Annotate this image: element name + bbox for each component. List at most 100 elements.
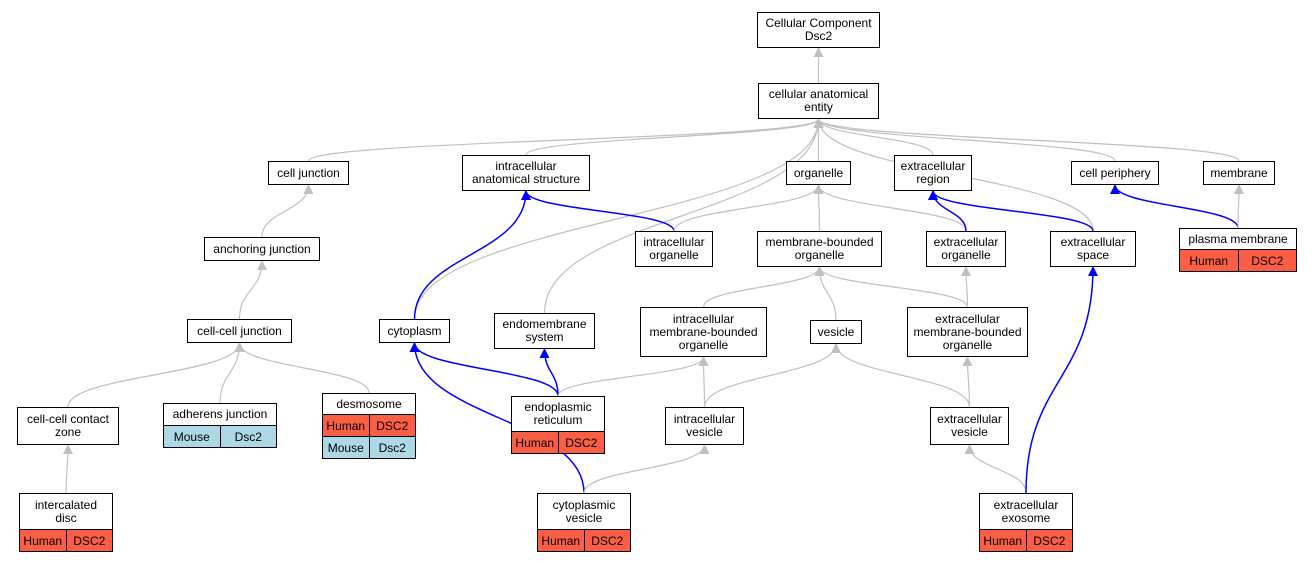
node-vesicle[interactable]: vesicle xyxy=(810,320,862,344)
node-label[interactable]: extracellular organelle xyxy=(933,235,999,262)
gene-cell: Dsc2 xyxy=(219,426,276,447)
node-organelle[interactable]: organelle xyxy=(786,161,851,185)
node-label[interactable]: cytoplasmic vesicle xyxy=(552,497,616,525)
edge-er-to-cytoplasm xyxy=(409,342,559,397)
node-label[interactable]: adherens junction xyxy=(172,407,268,421)
edge-intracellular_organelle-to-organelle xyxy=(673,184,824,232)
edge-imbo-to-mbo xyxy=(702,266,825,308)
edge-cell_periphery-to-cae xyxy=(813,118,1116,162)
node-label[interactable]: intracellular vesicle xyxy=(673,412,736,439)
edge-ev-to-vesicle xyxy=(831,343,971,408)
node-cellular-component-dsc2[interactable]: Cellular Component Dsc2 xyxy=(757,12,880,48)
node-label[interactable]: cellular anatomical entity xyxy=(768,87,869,114)
edge-cytoplasm-to-ias xyxy=(413,190,531,320)
node-label[interactable]: cell-cell junction xyxy=(197,323,282,338)
node-extracellular-region[interactable]: extracellular region xyxy=(894,155,972,191)
node-label[interactable]: extracellular space xyxy=(1060,235,1126,262)
node-label[interactable]: cell-cell contact zone xyxy=(26,412,110,439)
edge-anchoring_junction-to-cell_junction xyxy=(261,184,314,238)
edge-membrane-to-cae xyxy=(813,118,1240,162)
node-membrane[interactable]: membrane xyxy=(1203,161,1275,185)
node-label[interactable]: membrane xyxy=(1210,165,1268,180)
node-label[interactable]: anchoring junction xyxy=(213,241,311,256)
node-label[interactable]: organelle xyxy=(793,165,844,180)
edge-ccj-to-anchoring_junction xyxy=(238,260,267,320)
node-intracellular-organelle[interactable]: intracellular organelle xyxy=(635,231,713,267)
node-label[interactable]: cytoplasm xyxy=(387,323,442,338)
gene-cell: DSC2 xyxy=(583,530,630,551)
node-label[interactable]: intracellular organelle xyxy=(643,235,705,262)
edge-intracellular_organelle-to-ias xyxy=(521,190,675,232)
node-cell-periphery[interactable]: cell periphery xyxy=(1071,161,1159,185)
node-label[interactable]: extracellular vesicle xyxy=(937,412,1002,439)
node-intracellular-anatomical-structure[interactable]: intracellular anatomical structure xyxy=(462,155,590,191)
node-cellular-anatomical-entity[interactable]: cellular anatomical entity xyxy=(758,83,879,119)
edge-ecs-to-ecr xyxy=(928,190,1094,232)
node-cell-cell-contact-zone[interactable]: cell-cell contact zone xyxy=(17,407,119,445)
edge-iv-to-imbo xyxy=(698,356,709,408)
edge-exosome-to-ev xyxy=(964,444,1027,494)
node-intracellular-vesicle[interactable]: intracellular vesicle xyxy=(665,407,744,445)
node-label[interactable]: membrane-bounded organelle xyxy=(765,235,874,262)
node-extracellular-membrane-bounded-organelle[interactable]: extracellular membrane-bounded organelle xyxy=(907,307,1028,357)
node-label[interactable]: intracellular membrane-bounded organelle xyxy=(649,311,758,352)
node-label[interactable]: intercalated disc xyxy=(34,497,98,525)
node-label[interactable]: extracellular membrane-bounded organelle xyxy=(913,311,1022,352)
node-extracellular-organelle[interactable]: extracellular organelle xyxy=(926,231,1006,267)
edge-endomembrane-to-cae xyxy=(543,118,824,314)
species-cell: Human xyxy=(512,432,558,453)
node-label[interactable]: extracellular exosome xyxy=(993,497,1059,525)
node-endomembrane-system[interactable]: endomembrane system xyxy=(494,313,595,349)
node-label[interactable]: extracellular region xyxy=(900,159,966,186)
node-label[interactable]: Cellular Component Dsc2 xyxy=(765,16,872,43)
gene-cell: DSC2 xyxy=(1237,250,1296,271)
node-label[interactable]: desmosome xyxy=(336,396,402,411)
edge-desmosome-to-ccj xyxy=(234,342,370,394)
node-cell-junction[interactable]: cell junction xyxy=(268,161,349,185)
node-anchoring-junction[interactable]: anchoring junction xyxy=(204,237,320,261)
edge-cccz-to-ccj xyxy=(67,342,245,408)
node-label[interactable]: cell periphery xyxy=(1079,165,1151,180)
species-cell: Human xyxy=(980,530,1026,551)
node-label[interactable]: endoplasmic reticulum xyxy=(524,400,592,427)
gene-cell: DSC2 xyxy=(557,432,604,453)
species-cell: Human xyxy=(20,530,66,551)
node-intracellular-membrane-bounded-organelle[interactable]: intracellular membrane-bounded organelle xyxy=(640,307,767,357)
node-label[interactable]: plasma membrane xyxy=(1188,231,1288,246)
node-cytoplasm[interactable]: cytoplasm xyxy=(379,319,450,343)
edge-cell_junction-to-cae xyxy=(307,118,824,162)
species-cell: Human xyxy=(538,530,584,551)
species-cell: Mouse xyxy=(323,437,369,458)
edge-eco-to-organelle xyxy=(813,184,967,232)
node-extracellular-space[interactable]: extracellular space xyxy=(1050,231,1136,267)
edge-iv-to-vesicle xyxy=(703,343,841,408)
gene-cell: DSC2 xyxy=(1025,530,1072,551)
edge-ecr-to-cae xyxy=(813,118,934,156)
edge-intercalated-to-cccz xyxy=(62,444,73,494)
node-membrane-bounded-organelle[interactable]: membrane-bounded organelle xyxy=(757,231,882,267)
node-extracellular-vesicle[interactable]: extracellular vesicle xyxy=(930,407,1009,445)
edge-cytoplasm-to-cae xyxy=(413,118,824,320)
edge-adherens-to-ccj xyxy=(219,342,245,404)
node-label[interactable]: vesicle xyxy=(817,324,855,339)
node-label[interactable]: cell junction xyxy=(277,165,340,180)
node-label[interactable]: endomembrane system xyxy=(502,317,587,344)
node-label[interactable]: intracellular anatomical structure xyxy=(471,159,581,186)
node-cell-cell-junction[interactable]: cell-cell junction xyxy=(187,319,292,343)
edge-er-to-endomembrane xyxy=(539,348,559,397)
